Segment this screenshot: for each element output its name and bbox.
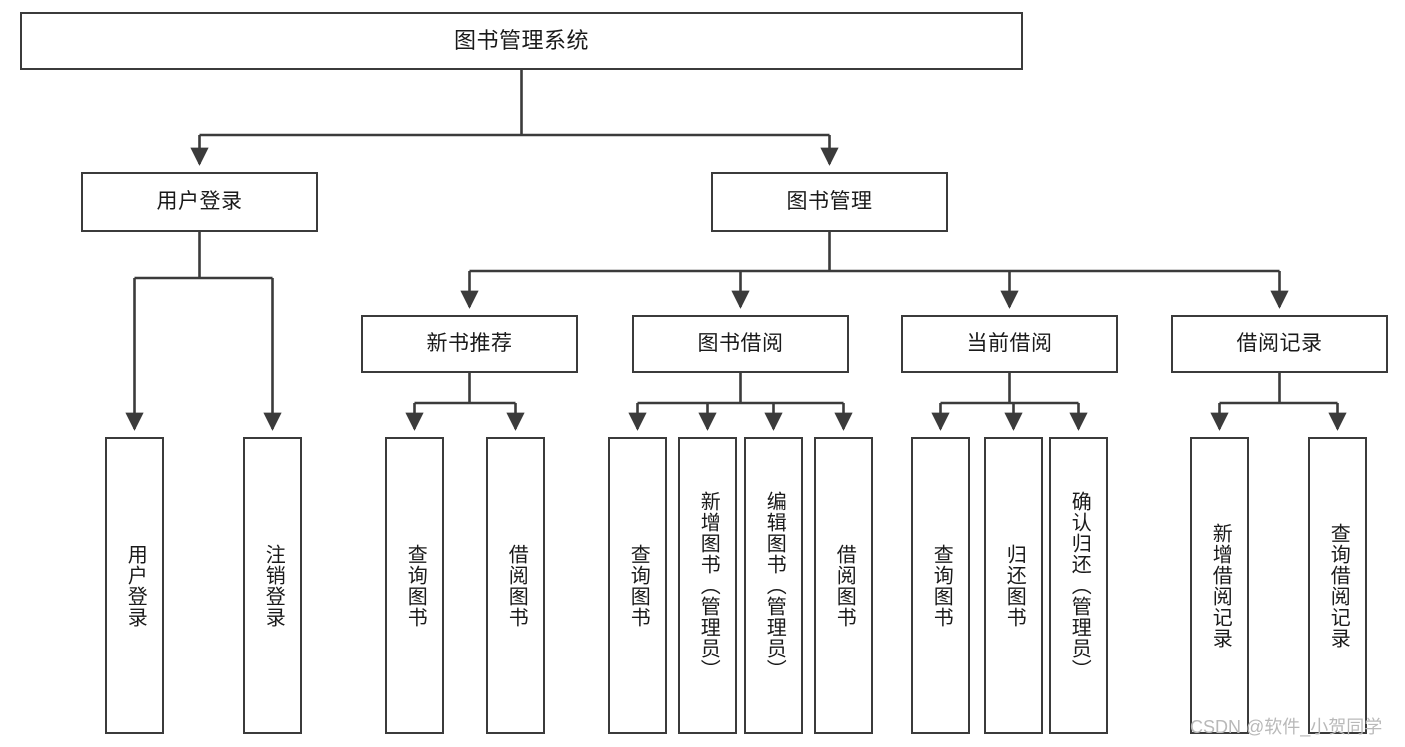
node-borrow-record[interactable]: 借阅记录: [1171, 315, 1388, 373]
watermark: CSDN @软件_小贺同学: [1190, 717, 1383, 737]
node-root[interactable]: 图书管理系统: [20, 12, 1023, 70]
node-leaf-current-query-book-label: 查询图书: [930, 543, 953, 628]
node-leaf-borrow-add-book-label: 新增图书（管理员）: [697, 491, 720, 680]
node-borrow-record-label: 借阅记录: [1236, 331, 1323, 355]
node-leaf-current-confirm-return-label: 确认归还（管理员）: [1068, 491, 1091, 680]
node-leaf-user-logout[interactable]: 注销登录: [243, 437, 302, 734]
node-leaf-borrow-lend-book-label: 借阅图书: [833, 543, 856, 628]
node-book-borrow[interactable]: 图书借阅: [632, 315, 849, 373]
node-current-borrow[interactable]: 当前借阅: [901, 315, 1118, 373]
node-leaf-borrow-lend-book[interactable]: 借阅图书: [814, 437, 873, 734]
node-leaf-borrow-add-book[interactable]: 新增图书（管理员）: [678, 437, 737, 734]
node-current-borrow-label: 当前借阅: [966, 331, 1053, 355]
node-leaf-current-query-book[interactable]: 查询图书: [911, 437, 970, 734]
node-root-label: 图书管理系统: [453, 28, 589, 54]
node-user-login-label: 用户登录: [156, 189, 243, 213]
node-leaf-current-return-book[interactable]: 归还图书: [984, 437, 1043, 734]
node-leaf-user-login[interactable]: 用户登录: [105, 437, 164, 734]
node-book-manage[interactable]: 图书管理: [711, 172, 948, 232]
node-leaf-record-add-label: 新增借阅记录: [1209, 522, 1232, 649]
node-leaf-current-confirm-return[interactable]: 确认归还（管理员）: [1049, 437, 1108, 734]
node-new-book-rec-label: 新书推荐: [426, 331, 513, 355]
node-book-borrow-label: 图书借阅: [697, 331, 784, 355]
node-leaf-rec-borrow-book[interactable]: 借阅图书: [486, 437, 545, 734]
node-leaf-borrow-edit-book[interactable]: 编辑图书（管理员）: [744, 437, 803, 734]
node-leaf-rec-borrow-book-label: 借阅图书: [505, 543, 528, 628]
node-leaf-borrow-query-book[interactable]: 查询图书: [608, 437, 667, 734]
node-user-login[interactable]: 用户登录: [81, 172, 318, 232]
node-leaf-record-query-label: 查询借阅记录: [1327, 522, 1350, 649]
node-leaf-borrow-query-book-label: 查询图书: [627, 543, 650, 628]
node-leaf-rec-query-book-label: 查询图书: [404, 543, 427, 628]
node-leaf-borrow-edit-book-label: 编辑图书（管理员）: [763, 491, 786, 680]
node-leaf-user-logout-label: 注销登录: [262, 543, 285, 628]
node-book-manage-label: 图书管理: [786, 189, 873, 213]
node-leaf-current-return-book-label: 归还图书: [1003, 543, 1026, 628]
node-leaf-rec-query-book[interactable]: 查询图书: [385, 437, 444, 734]
node-new-book-rec[interactable]: 新书推荐: [361, 315, 578, 373]
node-leaf-record-query[interactable]: 查询借阅记录: [1308, 437, 1367, 734]
node-leaf-user-login-label: 用户登录: [124, 543, 147, 628]
node-leaf-record-add[interactable]: 新增借阅记录: [1190, 437, 1249, 734]
